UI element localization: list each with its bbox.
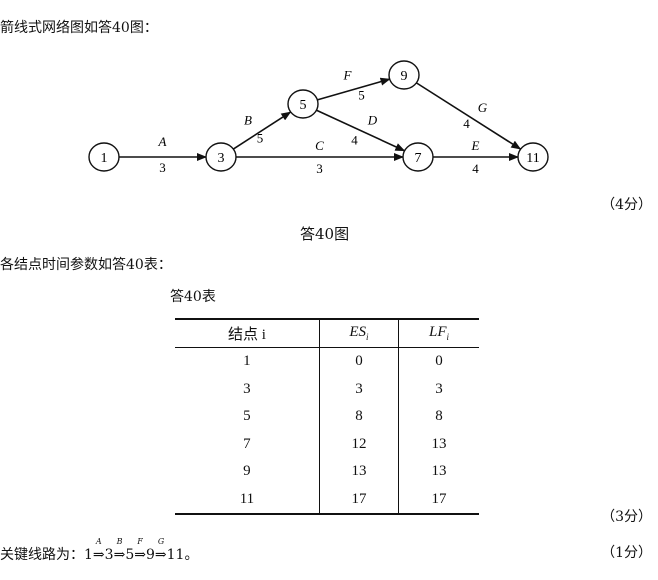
node-label: 3 <box>218 151 225 166</box>
path-node: 3 <box>104 547 114 563</box>
node-label: 9 <box>401 69 408 84</box>
activity-label: D <box>367 113 378 128</box>
activity-label: A <box>158 134 167 149</box>
activity-label: F <box>343 68 353 83</box>
table-cell: 3 <box>318 375 399 403</box>
activity-duration: 4 <box>351 133 358 148</box>
table-cell: 13 <box>318 458 399 486</box>
activity-label: C <box>315 138 324 153</box>
activity-arrow-G <box>415 81 522 150</box>
node-circle <box>205 142 237 172</box>
activity-duration: 3 <box>316 161 323 176</box>
table-cell: 12 <box>318 430 399 458</box>
path-arrow: ⇒A <box>92 537 105 563</box>
node-circle <box>402 142 434 172</box>
node-label: 1 <box>101 151 108 166</box>
table-cell: 7 <box>243 435 251 452</box>
path-arrow: ⇒F <box>134 537 146 563</box>
table-cell: 0 <box>398 347 479 376</box>
figure-caption: 答40图 <box>300 225 350 243</box>
header-lf: LFi <box>398 319 479 348</box>
score-critical-path: （1分） <box>601 545 652 561</box>
table-cell: 13 <box>398 458 479 486</box>
activity-label: E <box>471 138 480 153</box>
node-label: 5 <box>300 98 307 113</box>
critical-path-end: 。 <box>184 547 199 563</box>
score-diagram: （4分） <box>601 197 652 213</box>
node-circle <box>388 60 420 90</box>
node-circle <box>88 142 120 172</box>
table-cell: 1 <box>243 353 251 370</box>
critical-path-label: 关键线路为： <box>0 547 84 563</box>
path-arrow: ⇒G <box>154 537 167 563</box>
node-label: 7 <box>415 151 422 166</box>
table-cell: 17 <box>398 485 479 514</box>
table-cell: 5 <box>243 408 251 425</box>
table-cell: 8 <box>318 403 399 431</box>
header-node: 结点 i <box>175 319 320 348</box>
table-cell: 8 <box>398 403 479 431</box>
arrow-label: B <box>116 537 123 546</box>
table-cell: 11 <box>239 490 255 507</box>
node-circle <box>517 142 549 172</box>
table-cell: 3 <box>243 380 251 397</box>
activity-duration: 5 <box>257 131 264 146</box>
activity-arrow-D <box>315 109 406 152</box>
table-cell: 0 <box>318 347 399 376</box>
header-es: ESi <box>318 319 399 348</box>
score-table: （3分） <box>601 509 652 525</box>
table-cell: 17 <box>318 485 399 514</box>
table-cell: 13 <box>398 430 479 458</box>
arrow-label: A <box>95 537 102 546</box>
node-circle <box>287 89 319 119</box>
path-node: 5 <box>125 547 135 563</box>
arrow-label: F <box>137 537 143 546</box>
path-arrow: ⇒B <box>113 537 126 563</box>
path-node: 11 <box>166 547 185 563</box>
activity-label: G <box>478 100 488 115</box>
activity-arrow-B <box>232 111 292 151</box>
activity-arrow-F <box>316 77 391 101</box>
path-node: 1 <box>84 547 93 563</box>
activity-duration: 5 <box>358 88 365 103</box>
table-cell: 9 <box>243 463 251 480</box>
activity-duration: 3 <box>159 160 166 175</box>
intro-text: 箭线式网络图如答40图： <box>0 20 158 36</box>
path-node: 9 <box>145 547 155 563</box>
activity-duration: 4 <box>472 161 479 176</box>
table-caption: 答40表 <box>170 289 216 305</box>
activity-label: B <box>244 113 252 128</box>
node-label: 11 <box>526 151 539 166</box>
arrow-label: G <box>157 537 165 546</box>
table-intro: 各结点时间参数如答40表： <box>0 257 172 273</box>
activity-duration: 4 <box>463 116 470 131</box>
table-cell: 3 <box>398 375 479 403</box>
